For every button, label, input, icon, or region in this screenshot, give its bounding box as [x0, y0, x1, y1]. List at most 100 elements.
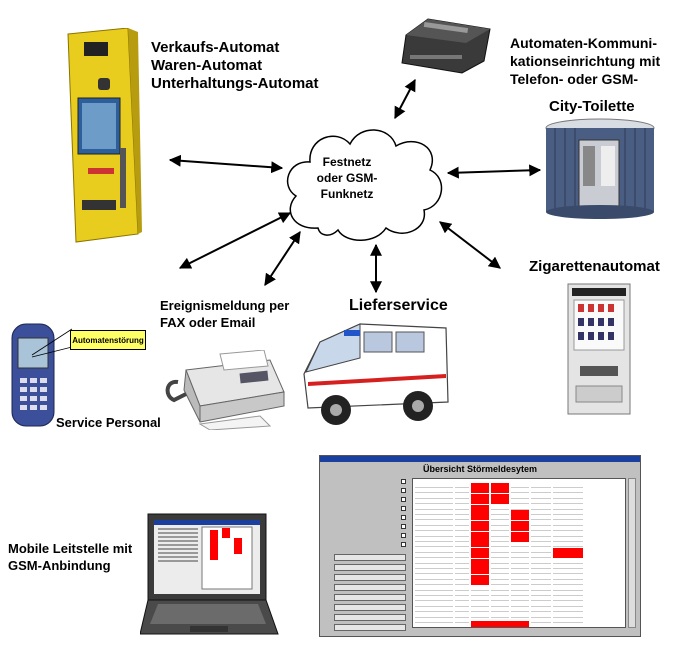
- table-cell: [553, 586, 583, 591]
- table-cell: [491, 483, 509, 488]
- table-cell: [511, 515, 529, 521]
- table-cell: [553, 542, 583, 548]
- table-cell: [491, 591, 509, 596]
- table-cell: [471, 564, 489, 569]
- table-cell: [531, 483, 551, 488]
- table-cell: [553, 553, 583, 559]
- table-cell: [491, 586, 509, 591]
- table-cell: [455, 618, 469, 623]
- table-cell: [491, 521, 509, 526]
- table-cell: [553, 591, 583, 596]
- table-cell: [491, 548, 509, 553]
- table-cell: [553, 510, 583, 515]
- table-cell: [415, 580, 453, 586]
- communication-device-image: [401, 18, 491, 74]
- phone-alert-box: Automatenstörung: [70, 330, 146, 350]
- table-cell: [511, 494, 529, 499]
- fax-machine-image: [165, 350, 285, 430]
- table-cell: [531, 591, 551, 596]
- table-cell: [553, 596, 583, 602]
- table-cell: [531, 526, 551, 532]
- table-cell: [455, 499, 469, 505]
- table-cell: [491, 493, 509, 499]
- table-cell: [471, 499, 489, 505]
- table-cell: [415, 602, 453, 607]
- table-cell: [531, 499, 551, 505]
- table-cell: [415, 607, 453, 613]
- table-cell: [511, 569, 529, 575]
- table-cell: [511, 591, 529, 596]
- table-scrollbar[interactable]: [628, 478, 636, 628]
- table-cell: [455, 515, 469, 521]
- table-cell: [455, 553, 469, 559]
- table-cell: [415, 488, 453, 494]
- table-cell: [511, 548, 529, 553]
- table-cell: [455, 591, 469, 596]
- station-table: [412, 478, 626, 628]
- table-cell: [455, 575, 469, 580]
- table-cell: [471, 504, 489, 510]
- table-cell: [511, 586, 529, 591]
- table-cell: [553, 537, 583, 542]
- table-cell: [553, 547, 583, 553]
- table-cell: [415, 553, 453, 559]
- table-cell: [415, 596, 453, 602]
- table-cell: [531, 586, 551, 591]
- service-label: Service Personal: [56, 415, 161, 430]
- arrow-toilet: [446, 164, 542, 179]
- table-cell: [531, 618, 551, 623]
- table-cell: [553, 602, 583, 607]
- monitor-window: Übersicht Störmeldesytem: [319, 455, 641, 637]
- table-cell: [553, 505, 583, 510]
- table-cell: [491, 499, 509, 505]
- table-cell: [471, 493, 489, 499]
- table-cell: [511, 613, 529, 618]
- table-cell: [531, 564, 551, 569]
- table-cell: [491, 613, 509, 618]
- table-cell: [511, 553, 529, 559]
- table-cell: [415, 505, 453, 510]
- table-cell: [415, 499, 453, 505]
- table-cell: [415, 569, 453, 575]
- table-cell: [553, 607, 583, 613]
- toilet-label: City-Toilette: [549, 98, 635, 115]
- table-cell: [511, 596, 529, 602]
- table-cell: [531, 521, 551, 526]
- table-cell: [553, 575, 583, 580]
- table-cell: [511, 575, 529, 580]
- table-cell: [491, 532, 509, 537]
- table-cell: [491, 569, 509, 575]
- table-cell: [531, 613, 551, 618]
- table-cell: [415, 548, 453, 553]
- table-cell: [511, 510, 529, 515]
- table-cell: [455, 548, 469, 553]
- table-cell: [553, 618, 583, 623]
- table-cell: [511, 505, 529, 510]
- table-cell: [491, 542, 509, 548]
- table-cell: [471, 526, 489, 532]
- table-cell: [455, 532, 469, 537]
- table-cell: [471, 558, 489, 564]
- table-cell: [531, 607, 551, 613]
- table-cell: [455, 596, 469, 602]
- table-cell: [471, 488, 489, 494]
- table-cell: [491, 580, 509, 586]
- table-cell: [491, 559, 509, 564]
- table-cell: [531, 542, 551, 548]
- table-cell: [491, 564, 509, 569]
- table-cell: [455, 607, 469, 613]
- event-label: Ereignismeldung per FAX oder Email: [160, 298, 290, 330]
- table-cell: [471, 542, 489, 548]
- cigarette-label: Zigarettenautomat: [529, 258, 660, 275]
- table-cell: [511, 559, 529, 564]
- table-cell: [511, 537, 529, 542]
- table-cell: [491, 607, 509, 613]
- table-cell: [415, 483, 453, 488]
- table-cell: [415, 542, 453, 548]
- table-cell: [471, 586, 489, 591]
- delivery-van-image: [303, 323, 449, 425]
- table-cell: [471, 602, 489, 607]
- table-cell: [553, 488, 583, 494]
- table-cell: [415, 559, 453, 564]
- table-cell: [531, 532, 551, 537]
